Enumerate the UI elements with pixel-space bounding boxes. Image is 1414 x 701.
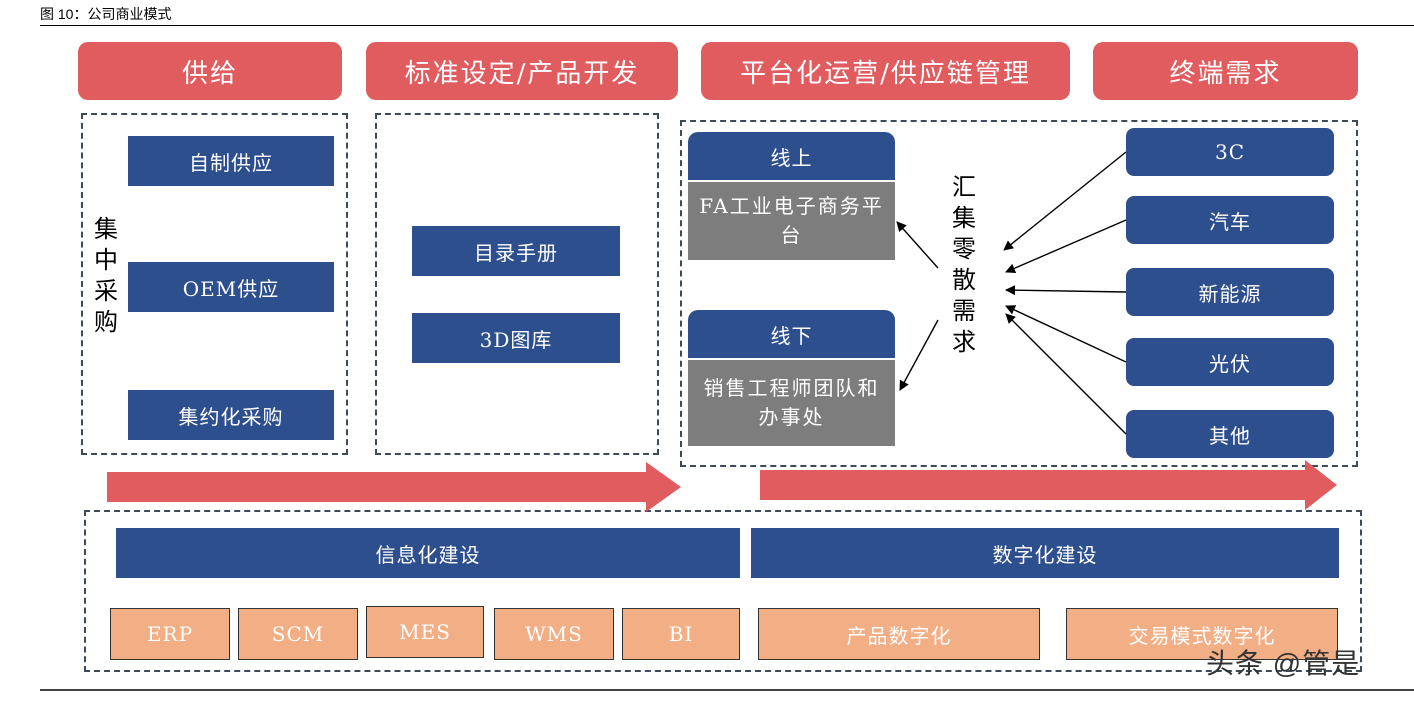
online-label: 线上 xyxy=(688,132,895,180)
supply-item-oem: OEM供应 xyxy=(128,262,334,312)
header-demand: 终端需求 xyxy=(1093,42,1358,100)
digital-construction-bar: 数字化建设 xyxy=(751,528,1339,578)
system-erp: ERP xyxy=(110,608,230,660)
supply-group xyxy=(81,113,348,455)
arrow-photovoltaic xyxy=(1005,305,1127,363)
flow-arrow-left xyxy=(107,462,681,512)
supply-vertical-label: 集中采购 xyxy=(94,215,118,336)
demand-item-new-energy: 新能源 xyxy=(1126,268,1334,316)
system-bi: BI xyxy=(622,608,740,660)
aggregate-demand-label: 汇集零散需求 xyxy=(952,173,976,356)
offline-label: 线下 xyxy=(688,310,895,358)
standards-item-catalog: 目录手册 xyxy=(412,226,620,276)
supply-item-centralized-purchase: 集约化采购 xyxy=(128,390,334,440)
offline-sales-team: 销售工程师团队和办事处 xyxy=(688,358,895,446)
platform-group xyxy=(680,120,1358,467)
digital-item-transaction: 交易模式数字化 xyxy=(1066,608,1338,660)
arrow-to-offline xyxy=(899,319,939,391)
arrow-other xyxy=(1005,313,1127,435)
system-scm: SCM xyxy=(238,608,358,660)
watermark: 头条 @管是 xyxy=(1206,648,1361,679)
demand-item-photovoltaic: 光伏 xyxy=(1126,338,1334,386)
header-standards: 标准设定/产品开发 xyxy=(366,42,678,100)
supply-item-self-made: 自制供应 xyxy=(128,136,334,186)
digital-item-product: 产品数字化 xyxy=(758,608,1040,660)
demand-item-other: 其他 xyxy=(1126,410,1334,458)
top-rule xyxy=(40,25,1414,26)
system-mes: MES xyxy=(366,606,484,658)
demand-item-3c: 3C xyxy=(1126,128,1334,176)
header-supply: 供给 xyxy=(78,42,342,100)
standards-item-3d-library: 3D图库 xyxy=(412,313,620,363)
figure-caption: 图 10：公司商业模式 xyxy=(40,6,172,22)
demand-item-auto: 汽车 xyxy=(1126,196,1334,244)
online-ecommerce-platform: FA工业电子商务平台 xyxy=(688,180,895,260)
infrastructure-group xyxy=(84,510,1362,672)
standards-group xyxy=(375,113,659,455)
info-construction-bar: 信息化建设 xyxy=(116,528,740,578)
arrow-to-online xyxy=(896,221,939,269)
header-platform: 平台化运营/供应链管理 xyxy=(701,42,1070,100)
arrow-auto xyxy=(1005,219,1127,274)
arrow-new-energy xyxy=(1005,285,1127,296)
system-wms: WMS xyxy=(494,608,614,660)
arrow-3c xyxy=(1003,151,1127,251)
flow-arrow-right xyxy=(760,460,1337,510)
